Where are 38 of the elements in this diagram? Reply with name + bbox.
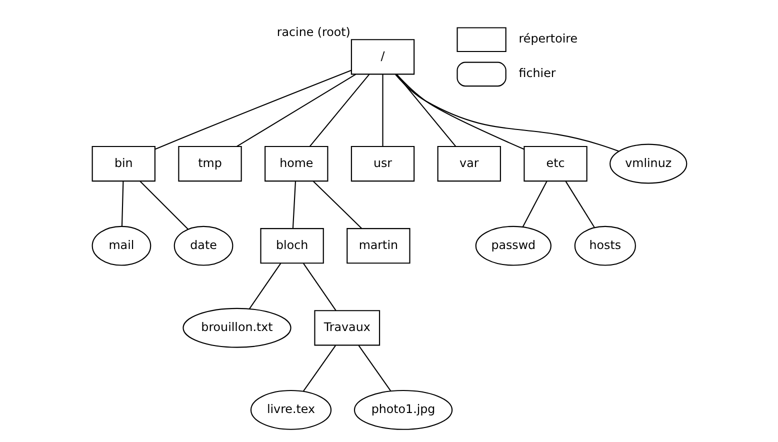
node-ellipse: date	[173, 226, 233, 266]
connector	[382, 74, 383, 146]
connector	[312, 181, 362, 229]
node-ellipse: brouillon.txt	[182, 308, 291, 348]
node-ellipse: photo1.jpg	[353, 390, 452, 430]
connector	[394, 74, 618, 152]
node-box: martin	[346, 228, 410, 264]
node-box: home	[264, 146, 328, 182]
node-box: var	[436, 146, 500, 182]
node-box: Travaux	[314, 310, 380, 346]
node-ellipse: mail	[91, 226, 151, 266]
connector	[522, 181, 547, 228]
node-box: bloch	[260, 228, 324, 264]
connector	[395, 74, 456, 147]
node-box: /	[350, 39, 414, 75]
connector	[120, 181, 124, 226]
node-ellipse: hosts	[574, 226, 636, 266]
connector	[564, 181, 594, 228]
connector	[358, 345, 391, 392]
connector	[139, 181, 188, 230]
connector	[308, 74, 370, 147]
connector	[236, 74, 356, 147]
legend-label: fichier	[518, 66, 556, 80]
connector	[248, 263, 281, 310]
connector	[302, 263, 336, 311]
node-box: bin	[91, 146, 155, 182]
connector	[292, 181, 296, 229]
node-ellipse: livre.tex	[250, 390, 332, 430]
node-box: usr	[350, 146, 414, 182]
connector	[154, 70, 351, 150]
connector	[396, 74, 524, 150]
node-label: racine (root)	[276, 25, 350, 40]
node-ellipse: passwd	[474, 226, 551, 266]
node-box: etc	[523, 146, 587, 182]
node-ellipse: vmlinuz	[609, 144, 687, 184]
node-box: tmp	[178, 146, 242, 182]
legend-label: répertoire	[518, 32, 578, 46]
connector	[302, 345, 336, 392]
